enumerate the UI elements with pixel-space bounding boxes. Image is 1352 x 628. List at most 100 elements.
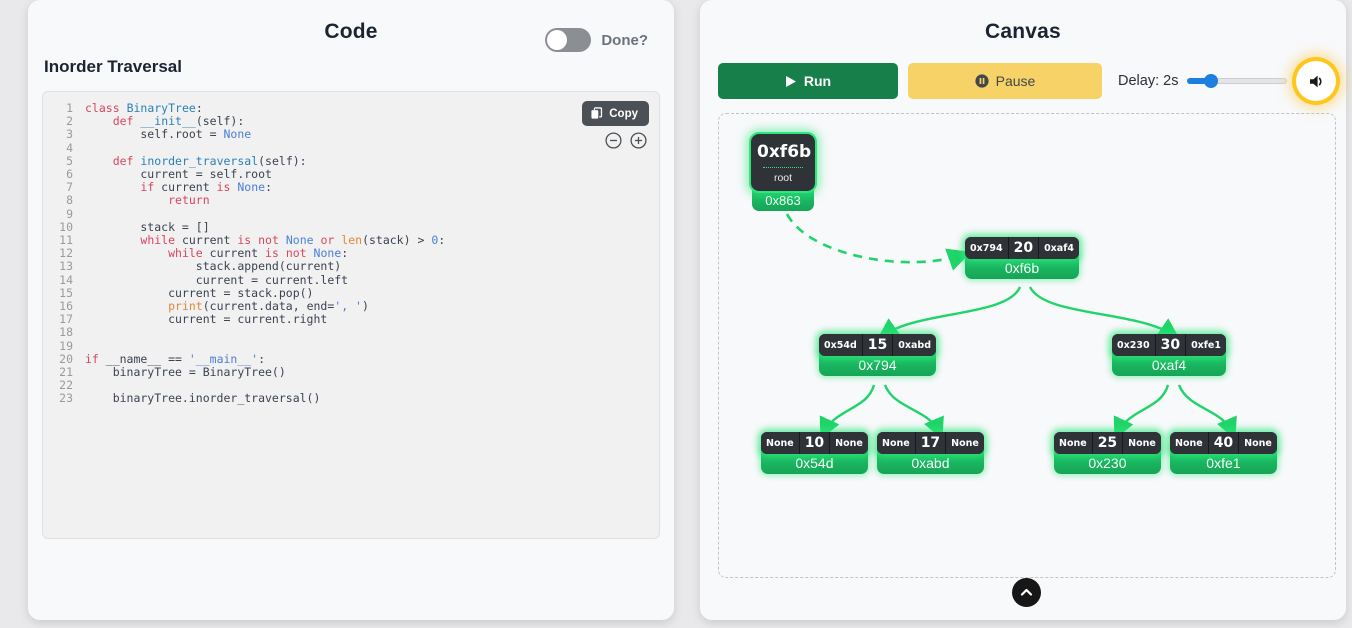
copy-icon xyxy=(591,107,603,119)
line-code: class BinaryTree: xyxy=(85,101,203,115)
node-value: 17 xyxy=(914,432,946,454)
code-line: 15 current = stack.pop() xyxy=(43,285,659,300)
edge-15-17 xyxy=(883,384,944,440)
node-address: 0xabd xyxy=(877,450,984,474)
node-value: 40 xyxy=(1207,432,1239,454)
node-address: 0x54d xyxy=(761,450,868,474)
line-code: current = current.right xyxy=(85,312,328,327)
line-number: 18 xyxy=(59,325,73,340)
line-number: 11 xyxy=(59,233,73,248)
done-label: Done? xyxy=(601,31,648,49)
node-address: 0xaf4 xyxy=(1112,352,1226,376)
scroll-up-button[interactable] xyxy=(1012,578,1041,607)
code-line: 9 xyxy=(43,207,659,221)
code-line: 8 return xyxy=(43,194,659,207)
line-code: self.root = None xyxy=(85,127,252,142)
code-line: 13 stack.append(current) xyxy=(43,260,659,273)
chevron-up-icon xyxy=(1020,588,1033,596)
algorithm-title: Inorder Traversal xyxy=(44,57,182,76)
code-line: 19 xyxy=(43,338,659,353)
code-line: 6 current = self.root xyxy=(43,167,659,181)
plus-circle-icon[interactable] xyxy=(630,132,647,149)
toggle-knob xyxy=(547,30,568,50)
root-pointer-divider xyxy=(763,167,803,168)
line-code xyxy=(85,208,92,221)
code-line: 22 xyxy=(43,379,659,392)
line-code: if __name__ == '__main__': xyxy=(85,351,266,366)
run-button[interactable]: Run xyxy=(718,63,898,99)
copy-button-label: Copy xyxy=(609,107,638,120)
code-line: 2 def __init__(self): xyxy=(43,115,659,128)
line-code: binaryTree.inorder_traversal() xyxy=(85,391,321,406)
done-toggle-group: Done? xyxy=(545,28,648,52)
slider-thumb[interactable] xyxy=(1204,74,1219,88)
code-panel-title: Code xyxy=(324,20,378,43)
delay-label: Delay: 2s xyxy=(1118,73,1179,89)
code-line: 11 while current is not None or len(stac… xyxy=(43,233,659,248)
delay-slider[interactable] xyxy=(1187,73,1288,89)
line-number: 10 xyxy=(59,219,73,234)
line-number: 13 xyxy=(59,259,73,274)
line-code: return xyxy=(168,193,210,208)
node-right-pointer: None xyxy=(1238,432,1277,454)
code-line: 12 while current is not None: xyxy=(43,247,659,260)
line-number: 19 xyxy=(59,338,73,353)
slider-fill xyxy=(1187,78,1210,84)
code-line: 14 current = current.left xyxy=(43,272,659,287)
line-number: 22 xyxy=(59,378,73,393)
pause-button-label: Pause xyxy=(995,73,1036,89)
minus-circle-icon[interactable] xyxy=(605,132,622,149)
line-number: 2 xyxy=(66,114,73,129)
line-number: 15 xyxy=(59,285,73,300)
edge-20-15 xyxy=(877,286,1022,340)
sound-toggle-button[interactable] xyxy=(1296,61,1336,101)
line-code: while current is not None: xyxy=(168,246,349,261)
node-left-pointer: None xyxy=(1054,432,1092,454)
play-icon xyxy=(785,75,796,87)
code-zoom-controls xyxy=(605,132,647,149)
line-code xyxy=(85,326,92,339)
line-code: stack.append(current) xyxy=(85,259,342,274)
node-value: 15 xyxy=(861,334,893,356)
edge-20-30 xyxy=(1028,286,1180,340)
line-number: 16 xyxy=(59,299,73,314)
pause-button[interactable]: Pause xyxy=(908,63,1102,99)
code-line: 3 self.root = None xyxy=(43,128,659,141)
edge-15-10 xyxy=(819,384,876,440)
node-right-pointer: None xyxy=(945,432,984,454)
code-line: 5 def inorder_traversal(self): xyxy=(43,153,659,168)
node-left-pointer: None xyxy=(1170,432,1208,454)
root-pointer-node[interactable]: 0xf6b root 0x863 xyxy=(749,132,817,211)
run-button-label: Run xyxy=(803,73,832,89)
node-address: 0x230 xyxy=(1054,450,1161,474)
code-line: 21 binaryTree = BinaryTree() xyxy=(43,365,659,379)
done-toggle[interactable] xyxy=(545,28,592,52)
line-number: 1 xyxy=(66,101,73,115)
line-code: current = current.left xyxy=(85,272,349,287)
line-code: def __init__(self): xyxy=(112,114,245,129)
node-left-pointer: 0x794 xyxy=(965,237,1008,259)
code-line: 1 class BinaryTree: xyxy=(43,101,659,115)
root-pointer-label: root xyxy=(773,172,793,184)
node-right-pointer: 0xfe1 xyxy=(1185,334,1226,356)
line-number: 5 xyxy=(66,153,73,168)
code-line: 18 xyxy=(43,326,659,339)
line-number: 14 xyxy=(59,272,73,287)
copy-button[interactable]: Copy xyxy=(582,101,649,126)
line-number: 8 xyxy=(66,193,73,208)
canvas-toolbar: Run Pause Delay: 2s xyxy=(718,63,1330,99)
canvas-panel: Canvas Run Pause Delay: 2s xyxy=(700,0,1346,620)
